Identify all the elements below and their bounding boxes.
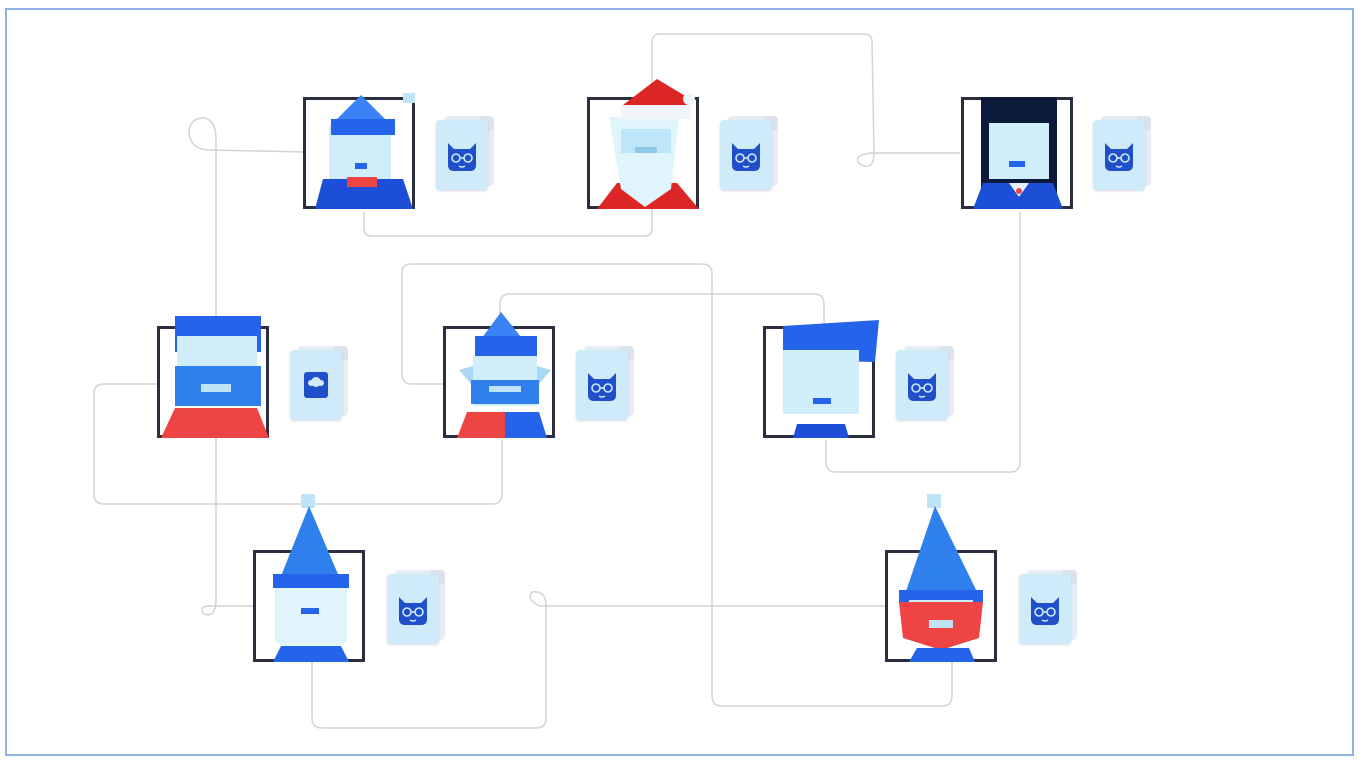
gift-card[interactable] <box>576 346 634 420</box>
scene-frame <box>5 8 1354 756</box>
connector-line <box>311 591 886 729</box>
santa-avatar <box>597 79 699 209</box>
portrait-santa[interactable] <box>587 79 699 209</box>
cat-face-icon <box>448 143 476 171</box>
gift-card[interactable] <box>896 346 954 420</box>
connector-line <box>363 33 960 237</box>
cookie-icon <box>304 372 328 398</box>
bearded-man-avatar <box>161 316 269 438</box>
elf-ears-avatar <box>457 312 551 438</box>
cat-face-icon <box>588 373 616 401</box>
gnome-avatar <box>273 494 349 662</box>
portrait-bearded-man[interactable] <box>157 316 269 438</box>
gift-card[interactable] <box>720 116 778 190</box>
portrait-elf-ears[interactable] <box>443 312 555 438</box>
gnome-red-avatar <box>899 494 983 662</box>
connector-line <box>93 383 503 505</box>
gift-card[interactable] <box>1019 570 1077 644</box>
boy-avatar <box>783 320 879 438</box>
portrait-gnome-red-beard[interactable] <box>885 494 997 662</box>
connector-line <box>188 117 306 616</box>
cat-face-icon <box>1105 143 1133 171</box>
elf-avatar <box>315 93 415 209</box>
connector-line <box>401 263 953 707</box>
portrait-elf-blue-hat[interactable] <box>303 93 415 209</box>
cat-face-icon <box>1031 597 1059 625</box>
portrait-boy-blue-hair[interactable] <box>763 320 879 438</box>
gift-card[interactable] <box>387 570 445 644</box>
gift-card[interactable] <box>1093 116 1151 190</box>
woman-avatar <box>973 97 1063 209</box>
cat-face-icon <box>732 143 760 171</box>
cat-face-icon <box>908 373 936 401</box>
connector-line <box>825 212 1021 473</box>
connector-line <box>499 293 825 326</box>
portrait-woman[interactable] <box>961 97 1073 209</box>
gift-card[interactable] <box>436 116 494 190</box>
portrait-gnome-white-beard[interactable] <box>253 494 365 662</box>
cat-face-icon <box>399 597 427 625</box>
gift-card[interactable] <box>290 346 348 420</box>
